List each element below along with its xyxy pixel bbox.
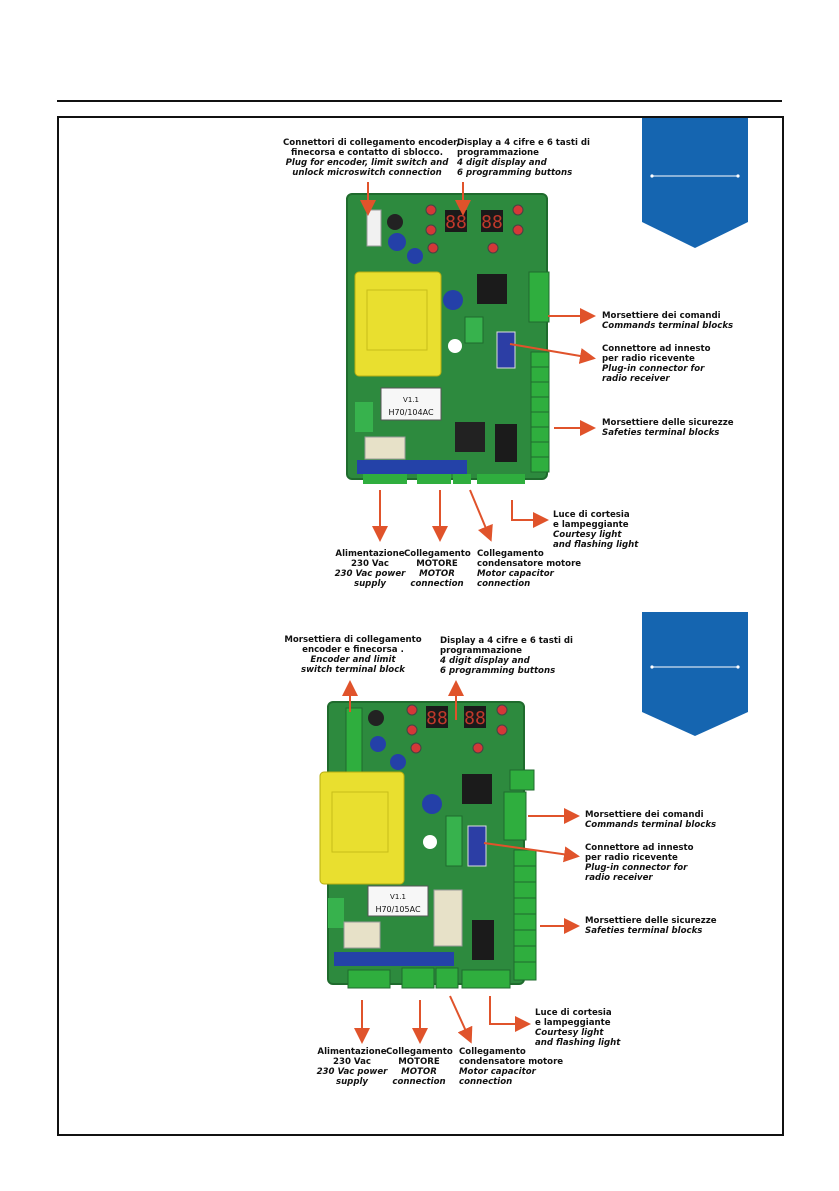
label-it-line: Collegamento [459,1047,526,1057]
label-en-line: 6 programming buttons [457,168,573,178]
label-it-line: MOTORE [398,1057,440,1067]
label-en-line: unlock microswitch connection [292,168,442,178]
label-it-line: per radio ricevente [585,853,678,863]
label-en-line: Plug-in connector for [602,364,705,374]
label-it-line: finecorsa e contatto di sblocco. [291,148,443,158]
ribbon-bookmark-2 [642,612,748,736]
label-en-line: connection [392,1077,446,1087]
label-it-line: programmazione [457,148,539,158]
label-top-connector-1: Connettori di collegamento encoder, fine… [283,138,460,178]
label-it-line: Connettore ad innesto [602,344,711,354]
label-en-line: 4 digit display and [457,158,547,168]
label-display-1: Display a 4 cifre e 6 tasti di programma… [457,138,590,178]
label-it-line: e lampeggiante [553,520,629,530]
label-en-line: Plug for encoder, limit switch and [285,158,449,168]
svg-text:88: 88 [445,212,467,233]
label-en-line: supply [353,579,387,589]
svg-text:88: 88 [464,708,486,729]
label-it-line: Luce di cortesia [535,1008,612,1018]
label-en-line: Safeties terminal blocks [602,428,720,438]
label-capacitor-1: Collegamento condensatore motore Motor c… [477,549,581,589]
label-en-line: Courtesy light [535,1028,604,1038]
label-top-connector-2: Morsettiera di collegamento encoder e fi… [270,635,436,675]
label-it-line: Collegamento [477,549,544,559]
label-en-line: connection [410,579,464,589]
label-en-line: 6 programming buttons [440,666,556,676]
board-label-text-1: V1.1 [403,396,419,404]
label-it-line: Morsettiere dei comandi [585,810,704,820]
label-it-line: Display a 4 cifre e 6 tasti di [440,636,573,646]
label-radio-1: Connettore ad innesto per radio ricevent… [602,344,711,384]
label-en-line: Motor capacitor [459,1067,536,1077]
label-en-line: Commands terminal blocks [602,321,734,331]
label-motor-2: Collegamento MOTORE MOTOR connection [386,1047,453,1087]
label-en-line: 4 digit display and [440,656,530,666]
label-it-line: per radio ricevente [602,354,695,364]
label-it-line: Display a 4 cifre e 6 tasti di [457,138,590,148]
label-en-line: Encoder and limit [310,655,396,665]
label-en-line: Commands terminal blocks [585,820,717,830]
label-it-line: Connettore ad innesto [585,843,694,853]
label-courtesy-1: Luce di cortesia e lampeggiante Courtesy… [553,510,638,550]
svg-text:H70/105AC: H70/105AC [375,905,420,914]
label-en-line: and flashing light [553,540,639,550]
label-en-line: connection [477,579,531,589]
label-safeties-2: Morsettiere delle sicurezze Safeties ter… [585,916,717,936]
label-it-line: MOTORE [416,559,458,569]
label-safeties-1: Morsettiere delle sicurezze Safeties ter… [602,418,734,438]
svg-text:V1.1: V1.1 [390,893,406,901]
label-it-line: condensatore motore [477,559,582,569]
label-en-line: radio receiver [585,873,653,883]
label-display-2: Display a 4 cifre e 6 tasti di programma… [440,636,573,676]
label-commands-1: Morsettiere dei comandi Commands termina… [602,311,733,331]
label-it-line: Morsettiere delle sicurezze [585,916,717,926]
label-it-line: Luce di cortesia [553,510,630,520]
label-en-line: Plug-in connector for [585,863,688,873]
label-courtesy-2: Luce di cortesia e lampeggiante Courtesy… [535,1008,620,1048]
label-capacitor-2: Collegamento condensatore motore Motor c… [459,1047,563,1087]
label-it-line: Collegamento [404,549,471,559]
label-it-line: Morsettiere dei comandi [602,311,721,321]
label-it-line: Collegamento [386,1047,453,1057]
label-it-line: Alimentazione [317,1047,387,1057]
label-radio-2: Connettore ad innesto per radio ricevent… [585,843,694,883]
svg-text:H70/104AC: H70/104AC [388,408,433,417]
svg-text:88: 88 [481,212,503,233]
label-commands-2: Morsettiere dei comandi Commands termina… [585,810,716,830]
label-power-1: Alimentazione 230 Vac 230 Vac power supp… [330,549,410,589]
label-en-line: MOTOR [401,1067,437,1077]
header-rule [57,100,782,102]
ribbon-bookmark-1 [642,118,748,248]
label-en-line: radio receiver [602,374,670,384]
label-en-line: and flashing light [535,1038,621,1048]
label-it-line: Alimentazione [335,549,405,559]
label-en-line: 230 Vac power [334,569,406,579]
label-it-line: 230 Vac [332,1057,371,1067]
label-en-line: supply [335,1077,369,1087]
label-it-line: Morsettiere delle sicurezze [602,418,734,428]
label-en-line: Motor capacitor [477,569,554,579]
label-motor-1: Collegamento MOTORE MOTOR connection [404,549,471,589]
label-en-line: 230 Vac power [316,1067,388,1077]
label-it-line: encoder e finecorsa . [302,645,404,655]
label-it-line: Connettori di collegamento encoder, [283,138,460,148]
label-en-line: MOTOR [419,569,455,579]
label-en-line: Courtesy light [553,530,622,540]
label-it-line: programmazione [440,646,522,656]
label-it-line: Morsettiera di collegamento [284,635,422,645]
control-board-photo-2: 88 88 V1.1 H70/105AC [319,701,537,989]
label-en-line: connection [459,1077,513,1087]
label-it-line: 230 Vac [350,559,389,569]
content-frame [57,116,784,1136]
label-en-line: Safeties terminal blocks [585,926,703,936]
label-en-line: switch terminal block [300,665,406,675]
label-power-2: Alimentazione 230 Vac 230 Vac power supp… [312,1047,392,1087]
control-board-photo-1: 88 88 V1.1 H70/104AC [346,193,550,484]
svg-text:88: 88 [426,708,448,729]
label-it-line: condensatore motore [459,1057,564,1067]
label-it-line: e lampeggiante [535,1018,611,1028]
